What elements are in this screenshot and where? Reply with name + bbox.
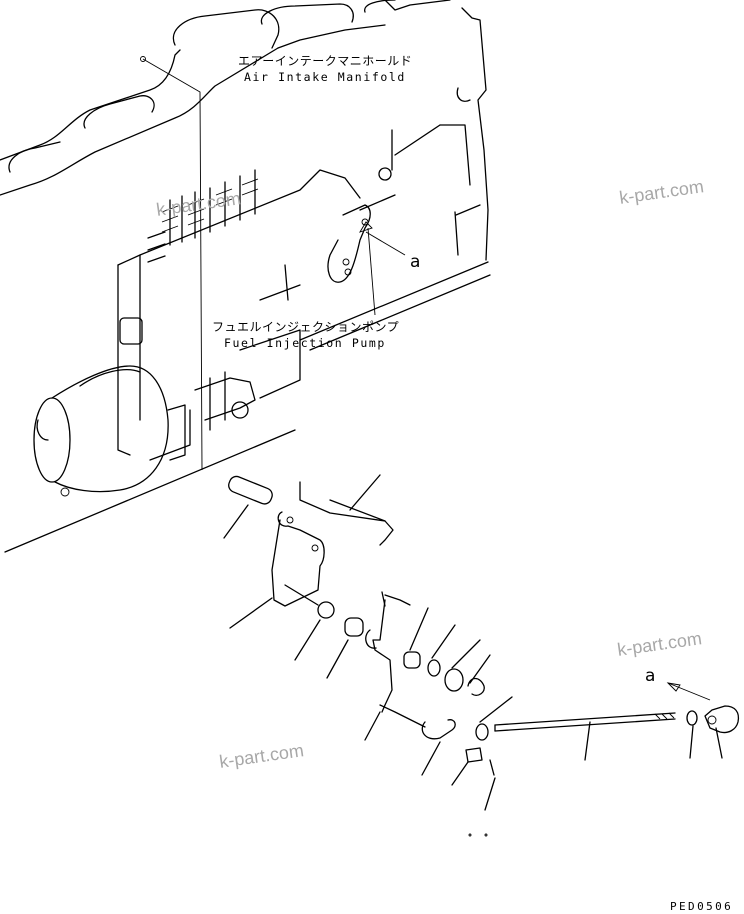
manifold-label-en: Air Intake Manifold: [244, 70, 406, 84]
drawing-code: PED0506: [670, 900, 734, 913]
pump-control-lever: [327, 129, 393, 283]
leader-lines: [142, 58, 406, 471]
view-mark-upper: a: [410, 252, 421, 272]
pump-label-jp: フュエルインジェクションポンプ: [212, 320, 400, 334]
control-rod: [494, 705, 740, 761]
pump-label-en: Fuel Injection Pump: [224, 336, 386, 350]
manifold-label-jp: エアーインテークマニホールド: [238, 54, 413, 68]
air-intake-manifold: [0, 0, 396, 196]
fuel-injection-pump: [33, 169, 361, 497]
engine-block: [4, 0, 491, 553]
view-arrow: [666, 682, 711, 701]
view-mark-lower: a: [645, 666, 656, 686]
bracket-assembly: [223, 474, 394, 679]
linkage-parts: [364, 591, 513, 837]
